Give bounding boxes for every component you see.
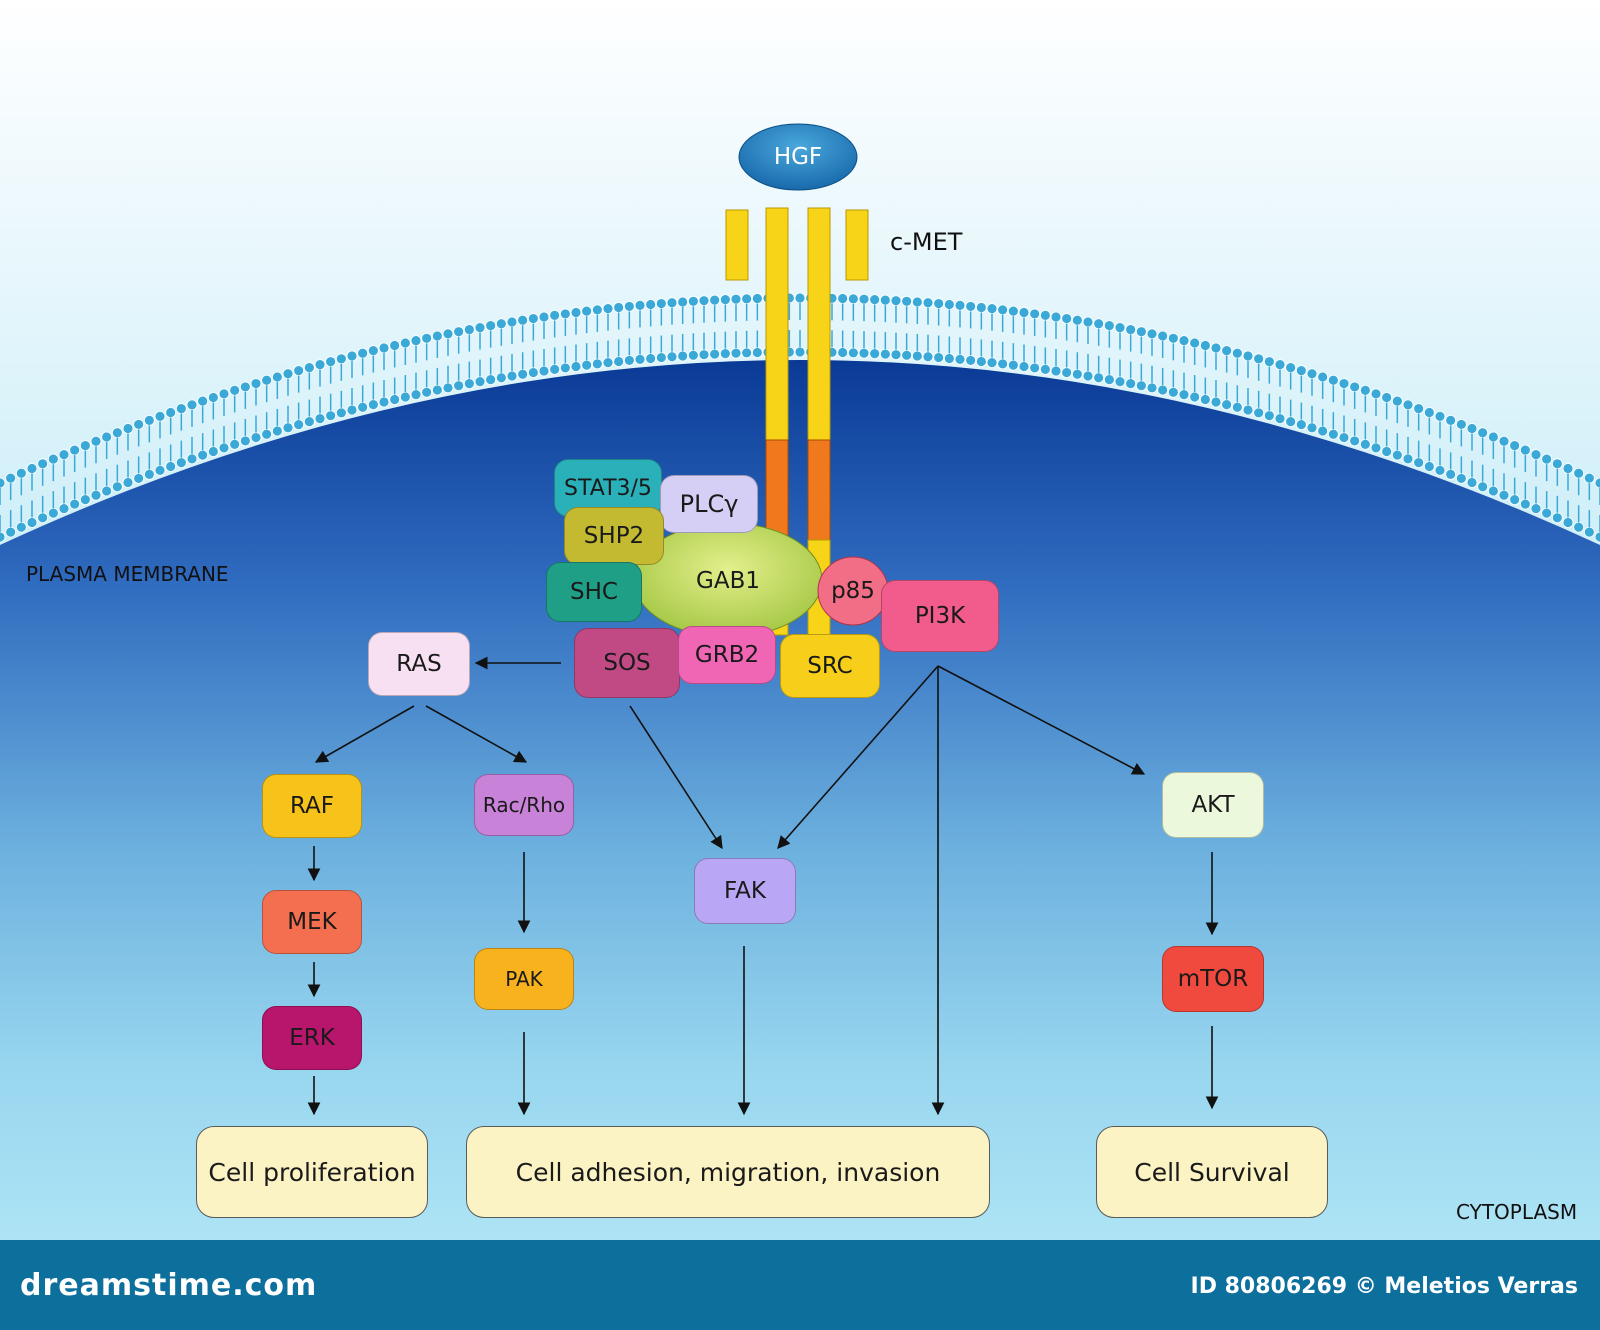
pi3k-node: PI3K xyxy=(881,580,999,652)
fak-node: FAK xyxy=(694,858,796,924)
shc-node: SHC xyxy=(546,562,642,622)
plcg-node: PLCγ xyxy=(660,475,758,533)
shp2-node: SHP2 xyxy=(564,507,664,565)
footer-brand: dreamstime.com xyxy=(20,1268,318,1303)
plasma-membrane-label: PLASMA MEMBRANE xyxy=(26,562,229,586)
grb2-node: GRB2 xyxy=(678,626,776,684)
gab1-node: GAB1 xyxy=(696,568,760,594)
p85-node: p85 xyxy=(831,578,875,604)
sos-node: SOS xyxy=(574,628,680,698)
footer-credit: ID 80806269 © Meletios Verras xyxy=(1190,1274,1578,1299)
footer-bar: dreamstime.com ID 80806269 © Meletios Ve… xyxy=(0,1240,1600,1330)
pak-node: PAK xyxy=(474,948,574,1010)
racrho-node: Rac/Rho xyxy=(474,774,574,836)
outcome-adhesion: Cell adhesion, migration, invasion xyxy=(466,1126,990,1218)
src-node: SRC xyxy=(780,634,880,698)
pathway-arrows xyxy=(307,656,1219,1116)
receptor-label: c-MET xyxy=(890,228,963,256)
akt-node: AKT xyxy=(1162,772,1264,838)
outcome-proliferation: Cell proliferation xyxy=(196,1126,428,1218)
mtor-node: mTOR xyxy=(1162,946,1264,1012)
hgf-node: HGF xyxy=(773,144,823,170)
cytoplasm-label: CYTOPLASM xyxy=(1456,1200,1578,1224)
outcome-survival: Cell Survival xyxy=(1096,1126,1328,1218)
plasma-membrane xyxy=(0,292,1600,543)
erk-node: ERK xyxy=(262,1006,362,1070)
raf-node: RAF xyxy=(262,774,362,838)
mek-node: MEK xyxy=(262,890,362,954)
ras-node: RAS xyxy=(368,632,470,696)
